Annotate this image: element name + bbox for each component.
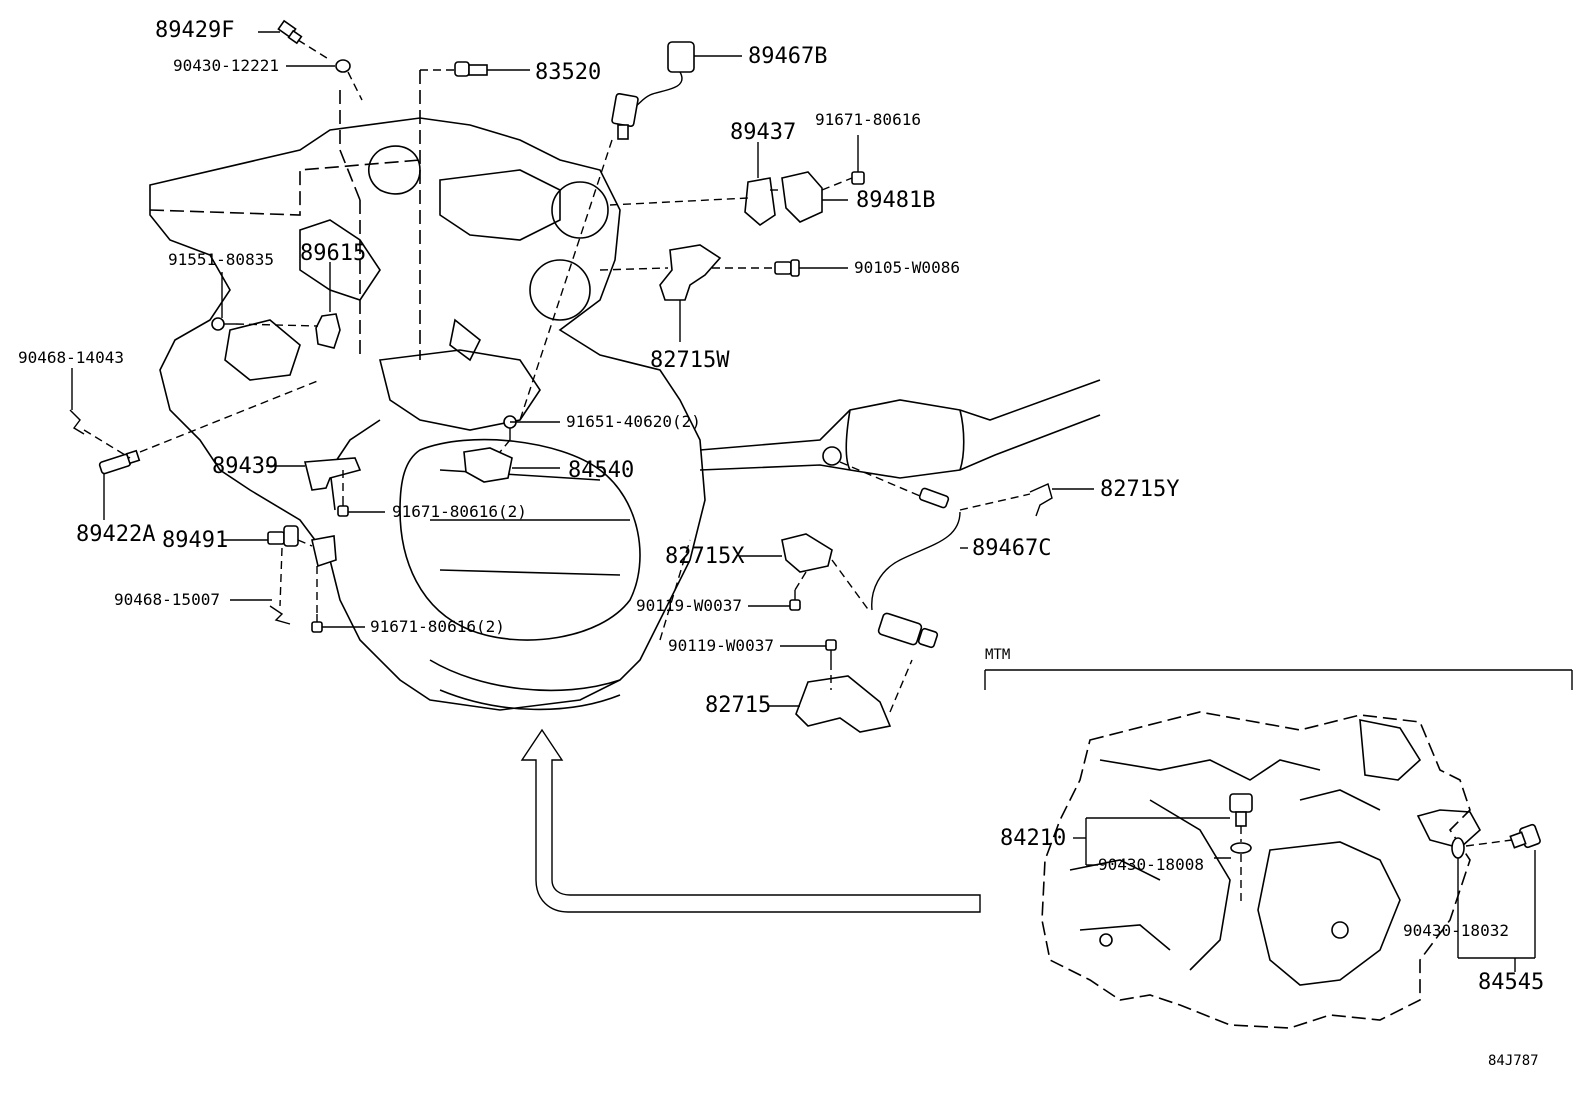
label-89491: 89491 bbox=[162, 528, 229, 553]
label-91671-80616: 91671-80616 bbox=[815, 110, 921, 129]
part-90468-15007-clip bbox=[269, 605, 291, 625]
label-90430-18008: 90430-18008 bbox=[1098, 855, 1204, 874]
part-89615-sensor bbox=[315, 313, 341, 349]
label-82715Y: 82715Y bbox=[1100, 477, 1180, 502]
label-89481B: 89481B bbox=[856, 188, 936, 213]
label-90430-12221: 90430-12221 bbox=[173, 56, 279, 75]
label-83520: 83520 bbox=[535, 60, 602, 85]
label-89429F: 89429F bbox=[155, 18, 235, 43]
part-91671-80616-2a-bolt bbox=[337, 498, 349, 517]
leader-lines bbox=[71, 31, 1094, 707]
label-89437: 89437 bbox=[730, 120, 797, 145]
mtm-transmission bbox=[1041, 711, 1482, 1029]
part-90119-W0037b-bolt bbox=[825, 639, 837, 662]
part-91651-40620-bolt bbox=[503, 415, 517, 440]
part-82715W-bracket bbox=[659, 244, 722, 301]
part-91671-80616-bolt bbox=[851, 160, 865, 185]
label-91551-80835: 91551-80835 bbox=[168, 250, 274, 269]
part-89467C-sensor bbox=[871, 487, 961, 649]
part-89491-sensor bbox=[267, 525, 299, 547]
label-91651-40620: 91651-40620(2) bbox=[566, 412, 701, 431]
part-91671-80616-2b-bolt bbox=[311, 614, 323, 633]
label-mtm: MTM bbox=[985, 647, 1011, 663]
part-82715-bracket bbox=[795, 675, 892, 733]
part-91551-80835-bolt bbox=[211, 317, 236, 331]
assembly-dash-lines bbox=[83, 39, 1031, 713]
label-89439: 89439 bbox=[212, 454, 279, 479]
part-84540-switch bbox=[463, 447, 513, 483]
exhaust-pipe bbox=[699, 379, 1101, 479]
part-90105-W0086-bolt bbox=[774, 259, 800, 277]
part-82715X-bracket bbox=[781, 533, 833, 573]
part-89439-bracket bbox=[303, 457, 362, 491]
engine-assembly bbox=[149, 70, 706, 711]
mtm-bracket bbox=[984, 669, 1573, 690]
label-84540: 84540 bbox=[568, 458, 635, 483]
part-89467B-sensor bbox=[611, 41, 695, 140]
part-90430-18032-gasket bbox=[1451, 837, 1465, 859]
part-83520-switch bbox=[454, 61, 488, 77]
part-90468-14043-clip bbox=[69, 409, 85, 435]
part-84210-switch bbox=[1229, 793, 1253, 827]
label-89467C: 89467C bbox=[972, 536, 1052, 561]
label-84545: 84545 bbox=[1478, 970, 1545, 995]
part-89481B-sensor bbox=[781, 171, 823, 223]
part-89437-bracket bbox=[744, 177, 776, 227]
part-90430-12221-gasket bbox=[335, 59, 351, 73]
part-90430-18008-gasket bbox=[1230, 842, 1252, 854]
part-90119-W0037a-bolt bbox=[789, 590, 801, 611]
mtm-leader-lines bbox=[1073, 817, 1536, 972]
label-90468-15007: 90468-15007 bbox=[114, 590, 220, 609]
label-89422A: 89422A bbox=[76, 522, 156, 547]
label-82715W: 82715W bbox=[650, 348, 730, 373]
label-82715X: 82715X bbox=[665, 544, 745, 569]
label-90105-W0086: 90105-W0086 bbox=[854, 258, 960, 277]
label-90119-W0037a: 90119-W0037 bbox=[636, 596, 742, 615]
label-89467B: 89467B bbox=[748, 44, 828, 69]
label-84210: 84210 bbox=[1000, 826, 1067, 851]
label-91671-80616-2b: 91671-80616(2) bbox=[370, 617, 505, 636]
part-84545-sensor bbox=[1509, 823, 1541, 849]
view-arrow bbox=[520, 728, 981, 913]
part-89429F-sensor bbox=[277, 19, 303, 45]
label-89615: 89615 bbox=[300, 241, 367, 266]
label-90430-18032: 90430-18032 bbox=[1403, 921, 1509, 940]
part-89422A-sensor bbox=[98, 449, 141, 475]
label-91671-80616-2a: 91671-80616(2) bbox=[392, 502, 527, 521]
bracket-89491 bbox=[311, 535, 337, 568]
label-90468-14043: 90468-14043 bbox=[18, 348, 124, 367]
part-82715Y-clip bbox=[1029, 483, 1053, 517]
label-82715: 82715 bbox=[705, 693, 772, 718]
label-90119-W0037b: 90119-W0037 bbox=[668, 636, 774, 655]
figure-code: 84J787 bbox=[1488, 1053, 1539, 1069]
